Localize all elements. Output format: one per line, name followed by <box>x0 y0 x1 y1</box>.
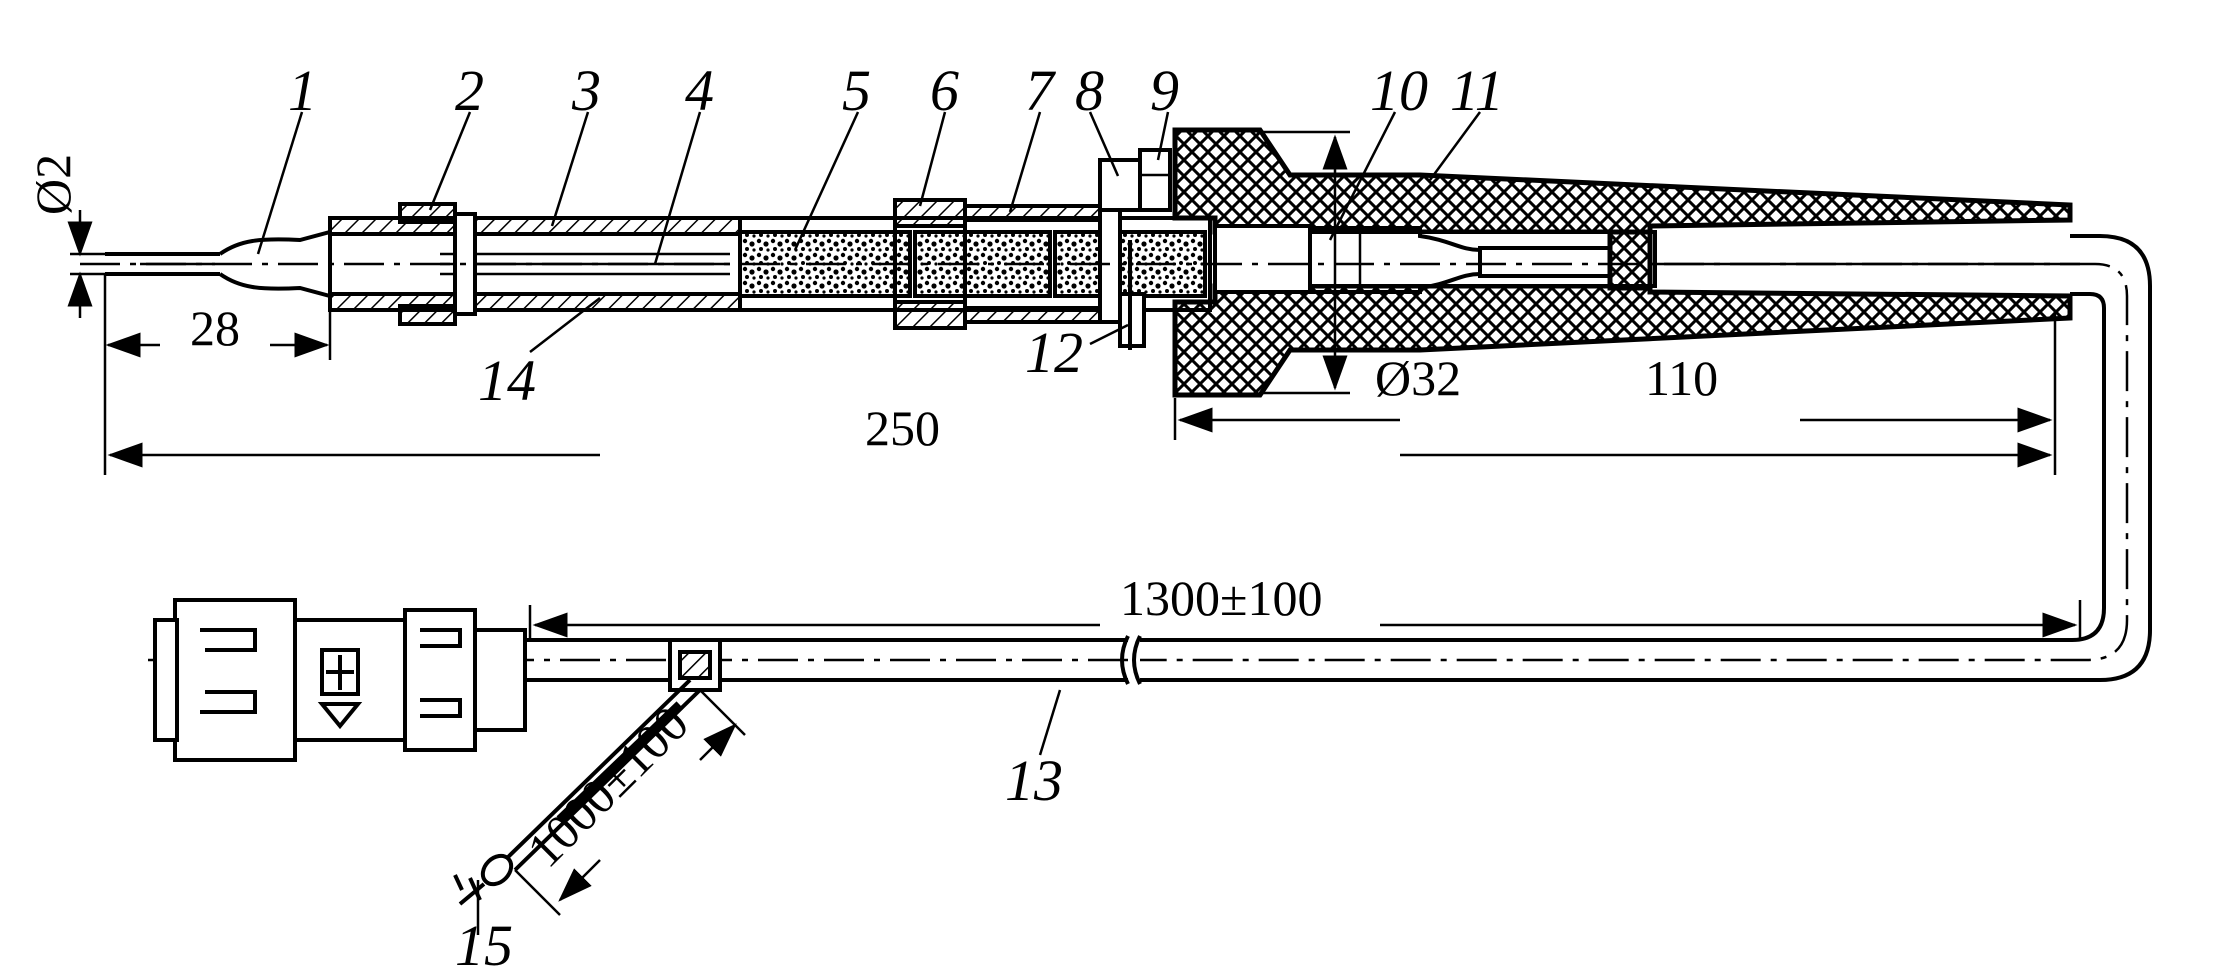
callout-15: 15 <box>455 913 513 978</box>
callout-5: 5 <box>842 58 871 123</box>
callout-3: 3 <box>571 58 601 123</box>
callout-8: 8 <box>1075 58 1104 123</box>
connector <box>153 598 527 762</box>
callout-7: 7 <box>1025 58 1056 123</box>
callout-10: 10 <box>1370 58 1428 123</box>
callout-11: 11 <box>1450 58 1504 123</box>
dim-tip-diameter: Ø2 <box>25 154 81 215</box>
dim-overall-length: 250 <box>865 400 940 456</box>
dim-tip-length: 28 <box>190 300 240 356</box>
fitting-2 <box>398 202 477 326</box>
dimension-lines <box>67 130 2082 916</box>
dim-sleeve-length: 110 <box>1645 350 1718 406</box>
callout-9: 9 <box>1150 58 1179 123</box>
dim-flange-diameter: Ø32 <box>1375 350 1461 406</box>
callout-2: 2 <box>455 58 484 123</box>
callout-14: 14 <box>478 348 536 413</box>
callout-6: 6 <box>930 58 959 123</box>
cable-clamp <box>520 638 722 692</box>
lead-wire-15 <box>453 678 702 906</box>
terminal-block-10 <box>1213 224 2070 294</box>
dim-lead-length: 1000±100 <box>516 695 699 878</box>
dim-cable-length: 1300±100 <box>1120 570 1322 626</box>
callout-leaders <box>256 111 1482 935</box>
callout-13: 13 <box>1005 748 1063 813</box>
callout-4: 4 <box>685 58 714 123</box>
clamp-8-9 <box>1098 148 1172 350</box>
callout-1: 1 <box>288 58 317 123</box>
callout-12: 12 <box>1025 320 1083 385</box>
